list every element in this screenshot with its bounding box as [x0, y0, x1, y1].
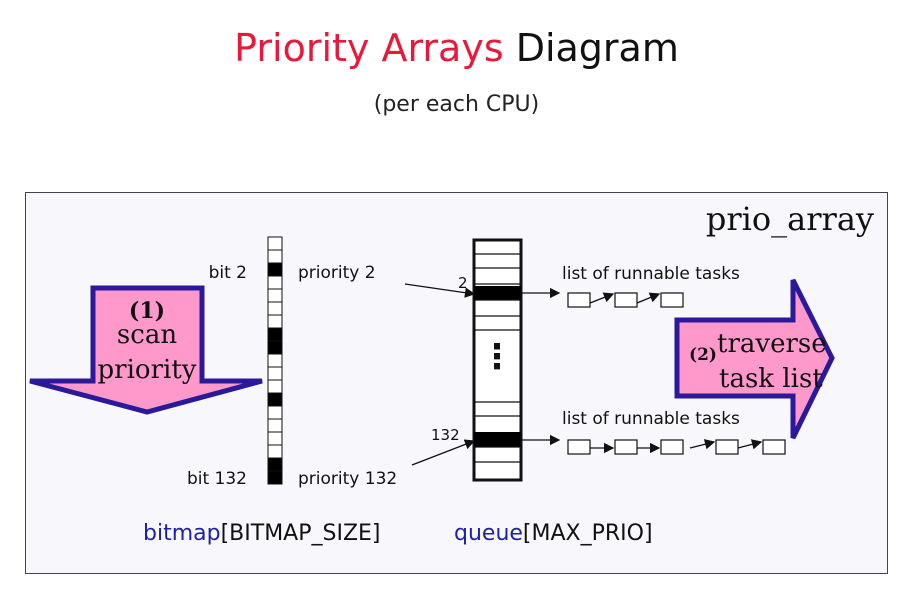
queue-caption-size: [MAX_PRIO] [523, 521, 653, 546]
bit-2-label: bit 2 [209, 263, 247, 283]
task-list-top-label: list of runnable tasks [562, 264, 740, 284]
bitmap-cell [267, 379, 283, 394]
task-link-arrow [589, 292, 615, 304]
bitmap-caption: bitmap[BITMAP_SIZE] [143, 521, 381, 546]
bitmap-cell [267, 457, 283, 472]
bitmap-cell [267, 314, 283, 329]
task-node [660, 292, 684, 308]
traverse-step-label: (2) [689, 345, 717, 365]
bitmap-cell [267, 288, 283, 303]
priority-132-pointer [411, 439, 476, 466]
priority-132-label: priority 132 [298, 469, 397, 489]
task-list-bottom-label: list of runnable tasks [562, 409, 740, 429]
task-node [660, 439, 684, 455]
bitmap-caption-size: [BITMAP_SIZE] [221, 521, 381, 546]
title-rest: Diagram [503, 26, 679, 70]
task-link-arrow [689, 439, 716, 450]
queue-index-132: 132 [431, 426, 460, 444]
bitmap-cell [267, 262, 283, 277]
traverse-task-list-arrow: (2) traverse task list [674, 278, 835, 440]
bitmap-cell [267, 301, 283, 316]
priority-2-label: priority 2 [298, 263, 376, 283]
bitmap-cell [267, 327, 283, 342]
bitmap-cell [267, 470, 283, 485]
traverse-label: traverse [717, 329, 827, 359]
task-node [614, 292, 638, 308]
bitmap-cell [267, 275, 283, 290]
bitmap-cell [267, 405, 283, 420]
bitmap-caption-name: bitmap [143, 521, 221, 546]
prio-array-label: prio_array [706, 200, 874, 238]
bit-132-label: bit 132 [187, 469, 247, 489]
bitmap-cell [267, 353, 283, 368]
queue-slot-132 [474, 432, 521, 447]
task-node [762, 439, 786, 455]
task-node [567, 292, 591, 308]
task-node [567, 439, 591, 455]
scan-step-label: (1) [129, 298, 165, 324]
priority-2-pointer [404, 283, 476, 298]
bitmap-cell [267, 418, 283, 433]
queue-column [472, 238, 523, 482]
bitmap-cell [267, 431, 283, 446]
queue-index-2: 2 [458, 274, 468, 292]
bitmap-cell [267, 249, 283, 264]
task-lists [521, 287, 786, 455]
page-subtitle: (per each CPU) [373, 92, 540, 117]
task-list-label: task list [719, 364, 823, 394]
bitmap-column [267, 236, 283, 485]
task-node [715, 439, 739, 455]
scan-label: scan [117, 320, 177, 350]
priority-label: priority [98, 355, 197, 385]
queue-caption: queue[MAX_PRIO] [454, 521, 653, 546]
bitmap-cell [267, 236, 283, 251]
bitmap-cell [267, 340, 283, 355]
title-highlight: Priority Arrays [234, 26, 504, 70]
bitmap-cell [267, 392, 283, 407]
bitmap-cell [267, 366, 283, 381]
task-link-arrow [737, 439, 763, 450]
bitmap-cell [267, 444, 283, 459]
queue-ellipsis: ⋮ [480, 337, 514, 377]
queue-caption-name: queue [454, 521, 523, 546]
task-node [614, 439, 638, 455]
scan-priority-arrow: (1) scan priority [29, 285, 263, 415]
queue-slot-2 [474, 286, 521, 300]
task-link-arrow [636, 292, 661, 304]
page-title: Priority Arrays Diagram [0, 26, 913, 70]
